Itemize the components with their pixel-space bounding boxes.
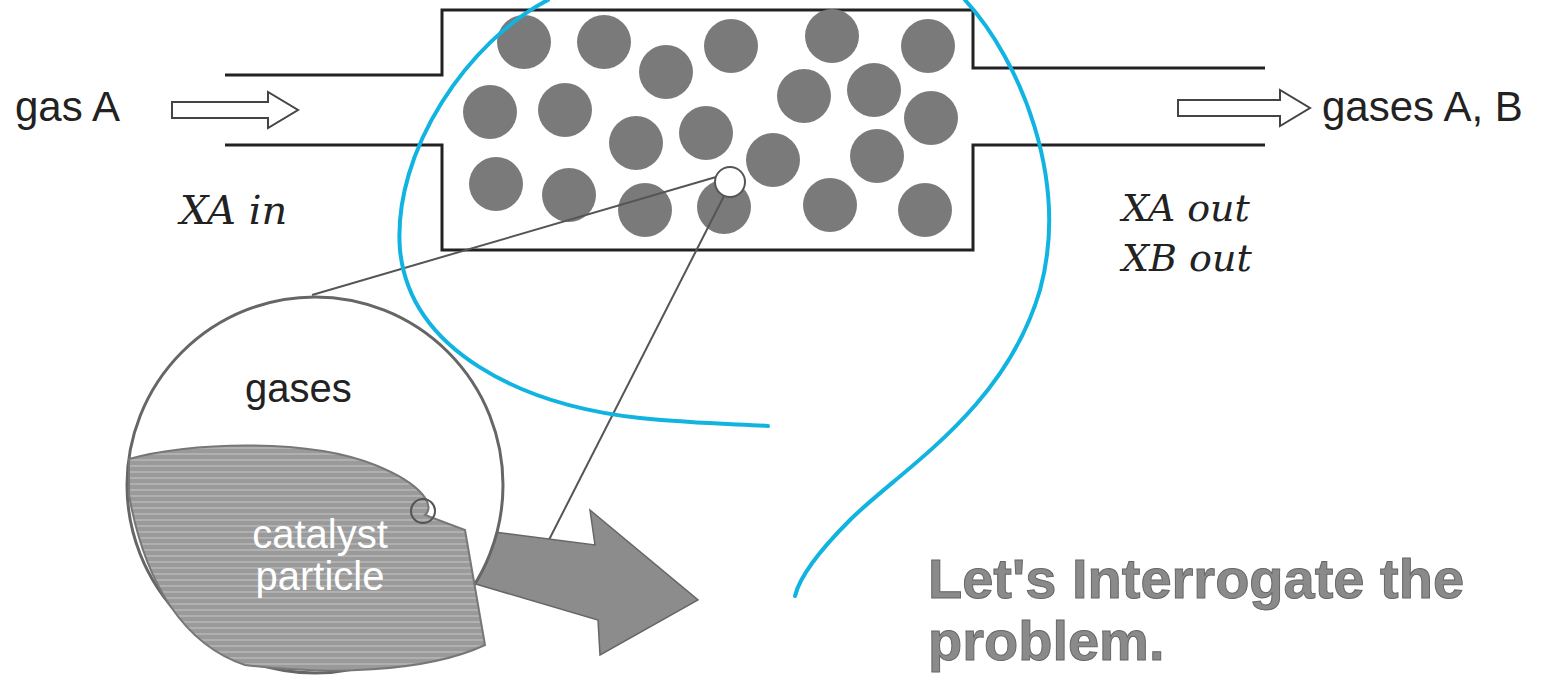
- inlet-arrow: [172, 92, 298, 128]
- outlet-arrow: [1178, 90, 1310, 126]
- label: XA out: [1122, 188, 1250, 230]
- reactor-housing: [225, 10, 1265, 250]
- label: gases A, B: [1322, 84, 1523, 130]
- node-text: gases: [245, 367, 352, 409]
- zoom-line: [527, 196, 724, 583]
- zoom-circle: gases catalyst particle: [125, 295, 505, 675]
- catalyst-pellets: [463, 9, 958, 237]
- node-text: catalyst particle: [230, 513, 410, 597]
- zoom-outline: [127, 297, 503, 673]
- label: gas A: [15, 84, 120, 130]
- zoom-spot: [715, 167, 745, 197]
- zoom-spot: [411, 499, 435, 523]
- particle-shape: [129, 446, 485, 671]
- label: XA in: [180, 188, 287, 232]
- slide-heading: Let's Interrogate the problem.: [928, 548, 1518, 671]
- label: XB out: [1122, 238, 1252, 280]
- catalyst-particle: catalyst particle: [125, 435, 505, 675]
- zoom-line: [312, 177, 716, 295]
